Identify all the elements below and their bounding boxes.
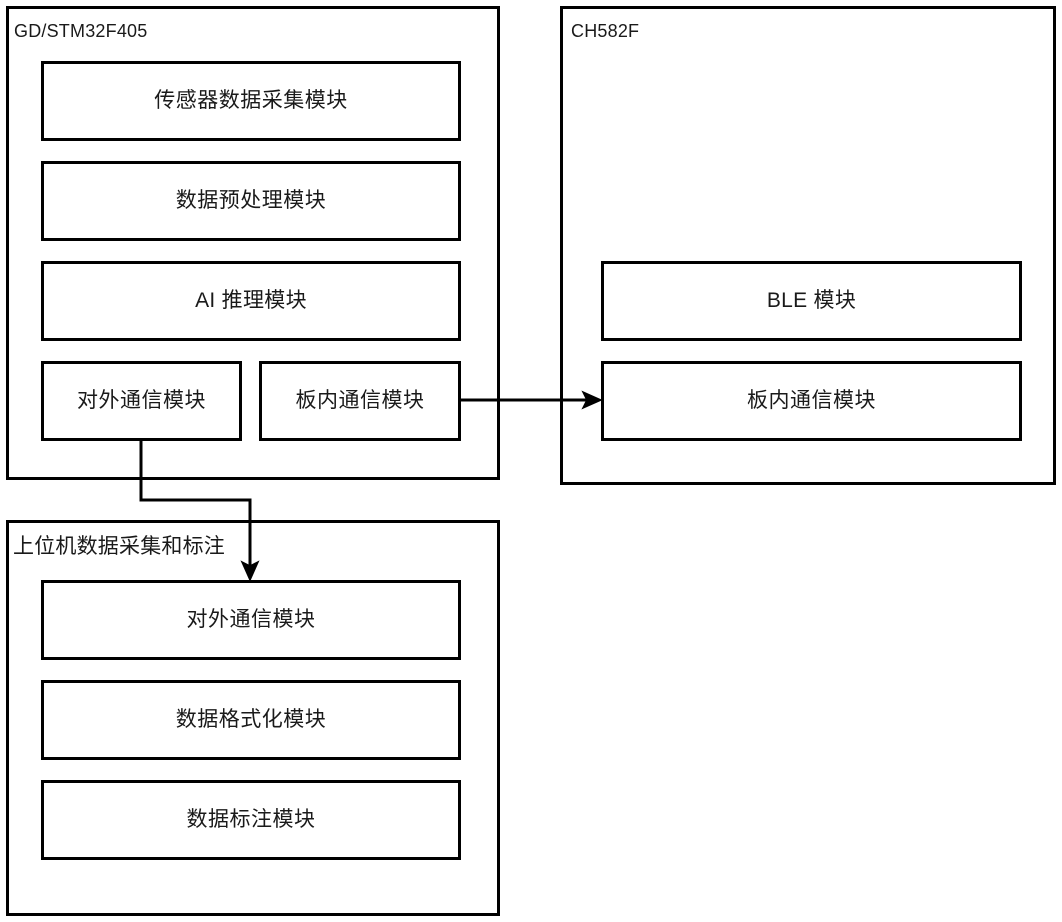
module-mcu-inboard-comm-label: 板内通信模块 (295, 389, 425, 412)
module-host-external-comm[interactable]: 对外通信模块 (41, 580, 461, 660)
module-data-preprocess-label: 数据预处理模块 (175, 189, 327, 212)
module-data-labeling-label: 数据标注模块 (186, 808, 316, 831)
module-mcu-inboard-comm[interactable]: 板内通信模块 (259, 361, 461, 441)
panel-mcu (6, 6, 500, 480)
module-ble-label: BLE 模块 (766, 289, 857, 312)
panel-mcu-title: GD/STM32F405 (14, 21, 148, 41)
panel-ble-title: CH582F (571, 21, 640, 41)
module-ble[interactable]: BLE 模块 (601, 261, 1022, 341)
module-host-external-comm-label: 对外通信模块 (186, 608, 316, 631)
module-ai-inference-label: AI 推理模块 (195, 289, 307, 312)
panel-host (6, 520, 500, 916)
module-ble-inboard-comm-label: 板内通信模块 (747, 389, 876, 412)
module-data-preprocess[interactable]: 数据预处理模块 (41, 161, 461, 241)
panel-ble (560, 6, 1056, 485)
module-data-labeling[interactable]: 数据标注模块 (41, 780, 461, 860)
panel-host-title: 上位机数据采集和标注 (13, 535, 225, 558)
module-sensor-acquisition[interactable]: 传感器数据采集模块 (41, 61, 461, 141)
module-mcu-external-comm-label: 对外通信模块 (77, 389, 206, 412)
module-data-formatting-label: 数据格式化模块 (175, 708, 327, 731)
module-data-formatting[interactable]: 数据格式化模块 (41, 680, 461, 760)
module-sensor-acquisition-label: 传感器数据采集模块 (154, 89, 348, 112)
module-mcu-external-comm[interactable]: 对外通信模块 (41, 361, 242, 441)
module-ai-inference[interactable]: AI 推理模块 (41, 261, 461, 341)
module-ble-inboard-comm[interactable]: 板内通信模块 (601, 361, 1022, 441)
